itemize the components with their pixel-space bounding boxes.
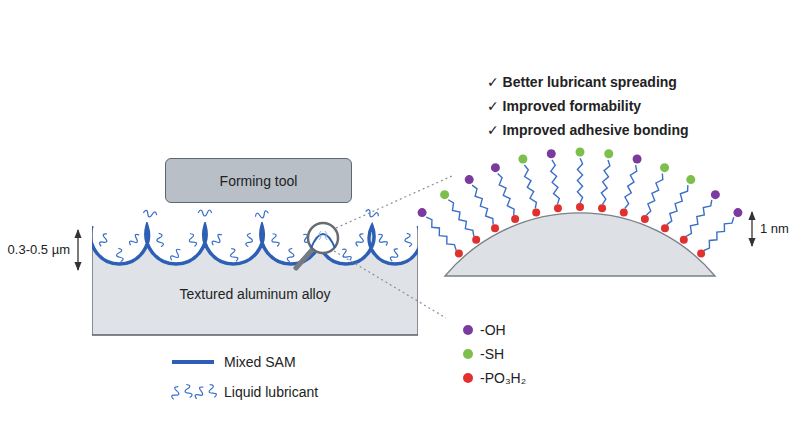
benefit-item: ✓ Improved formability: [487, 98, 641, 114]
liquid-lubricant: [99, 209, 412, 263]
benefit-item: ✓ Better lubricant spreading: [487, 74, 677, 90]
alloy-body: [92, 226, 418, 335]
substrate-label: Textured aluminum alloy: [92, 286, 418, 302]
thickness-label: 0.3-0.5 µm: [8, 242, 70, 257]
length-label: 1 nm: [760, 221, 789, 236]
aluminum-substrate: Textured aluminum alloy: [92, 222, 418, 336]
legend-item: Liquid lubricant: [224, 384, 318, 400]
magnifier-lens: [308, 223, 338, 253]
legend-label: Liquid lubricant: [224, 384, 318, 400]
thickness-dimension: [77, 230, 78, 270]
legend-item: -PO₃H₂: [480, 370, 526, 386]
textured-surface-outline: [92, 222, 418, 336]
legend-dot: [463, 325, 473, 335]
legend-dot: [463, 373, 473, 383]
lubricant-legend-sample: [171, 384, 217, 401]
legend-label: -PO₃H₂: [480, 370, 526, 386]
legend-dot: [463, 349, 473, 359]
legend-item: -OH: [480, 322, 506, 338]
legend-item: Mixed SAM: [224, 354, 296, 370]
magnified-peak: [311, 234, 335, 248]
length-dimension: [751, 212, 752, 246]
legend-item: -SH: [480, 346, 504, 362]
zoom-guide-line: [334, 251, 446, 318]
sam-molecules: [418, 148, 743, 258]
magnified-chain: [319, 231, 327, 240]
zoom-guide-line: [336, 176, 452, 228]
magnifier-handle: [296, 250, 312, 268]
mixed-sam-layer: [92, 226, 418, 264]
forming-tool: Forming tool: [165, 158, 352, 203]
substrate-arc: [445, 213, 715, 276]
legend-label: -SH: [480, 346, 504, 362]
sam-legend-sample: [172, 360, 214, 364]
tool-label: Forming tool: [220, 173, 298, 189]
benefit-item: ✓ Improved adhesive bonding: [487, 122, 689, 138]
legend-label: Mixed SAM: [224, 354, 296, 370]
legend-label: -OH: [480, 322, 506, 338]
